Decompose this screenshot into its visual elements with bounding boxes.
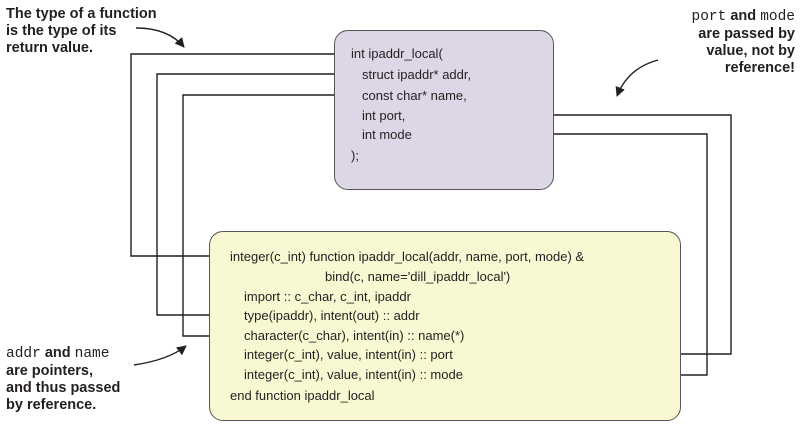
- fortran-code-line: integer(c_int), value, intent(in) :: mod…: [244, 367, 463, 382]
- c-declaration-box: [334, 30, 554, 190]
- c-code-line: int port,: [362, 108, 406, 123]
- callout-arrow-bottom-left: [133, 345, 187, 366]
- fortran-code-line: type(ipaddr), intent(out) :: addr: [244, 308, 420, 323]
- pass-by-value-note: port and mode are passed by value, not b…: [691, 8, 795, 76]
- fortran-code-line: integer(c_int), value, intent(in) :: por…: [244, 347, 453, 362]
- fortran-code-line: end function ipaddr_local: [230, 388, 375, 403]
- pass-by-reference-note: addr and name are pointers, and thus pas…: [6, 345, 121, 413]
- c-code-line: int ipaddr_local(: [351, 46, 443, 61]
- fortran-code-line: integer(c_int) function ipaddr_local(add…: [230, 249, 585, 264]
- addr-connector: [156, 73, 358, 320]
- return-type-note: The type of a function is the type of it…: [6, 6, 157, 56]
- c-code-line: int mode: [362, 127, 412, 142]
- c-code-line: struct ipaddr* addr,: [362, 67, 472, 82]
- c-code-line: );: [351, 148, 359, 163]
- fortran-interface-box: [209, 231, 681, 421]
- fortran-code-line: import :: c_char, c_int, ipaddr: [244, 289, 411, 304]
- fortran-code-line: character(c_char), intent(in) :: name(*): [244, 328, 465, 343]
- return-type-connector: [130, 53, 349, 261]
- callout-arrow-top-left: [135, 27, 185, 48]
- c-code-line: const char* name,: [362, 88, 467, 103]
- fortran-code-line: bind(c, name='dill_ipaddr_local'): [325, 269, 511, 284]
- callout-arrow-top-right: [615, 59, 659, 97]
